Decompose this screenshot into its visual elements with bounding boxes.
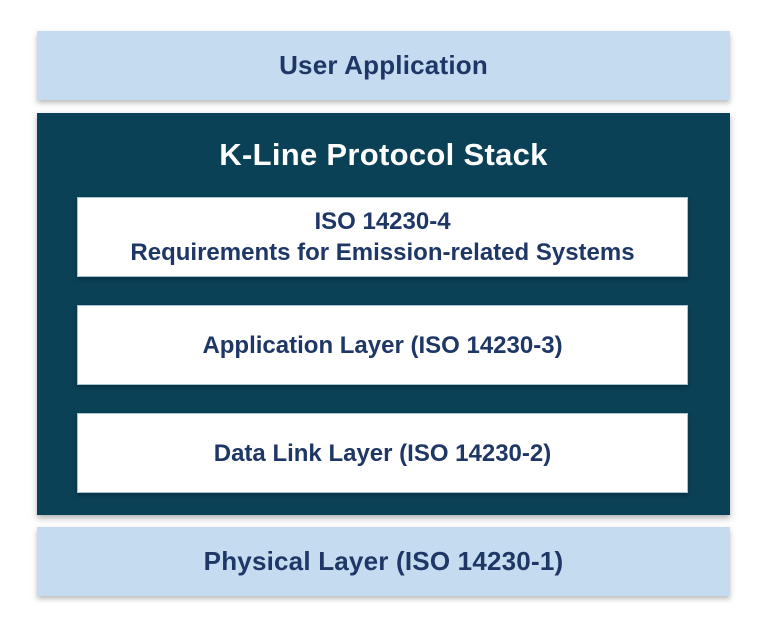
iso-14230-4-layer-box: ISO 14230-4 Requirements for Emission-re… bbox=[77, 197, 688, 277]
iso-14230-4-line2: Requirements for Emission-related System… bbox=[130, 239, 635, 266]
data-link-layer-box: Data Link Layer (ISO 14230-2) bbox=[77, 413, 688, 493]
application-layer-label: Application Layer (ISO 14230-3) bbox=[202, 331, 563, 359]
user-application-label: User Application bbox=[279, 50, 488, 80]
physical-layer-box: Physical Layer (ISO 14230-1) bbox=[37, 527, 730, 596]
physical-layer-label: Physical Layer (ISO 14230-1) bbox=[203, 546, 564, 576]
stack-title: K-Line Protocol Stack bbox=[219, 137, 548, 172]
user-application-box: User Application bbox=[37, 31, 730, 100]
kline-protocol-stack-container: K-Line Protocol Stack ISO 14230-4 Requir… bbox=[37, 113, 730, 515]
data-link-layer-label: Data Link Layer (ISO 14230-2) bbox=[213, 439, 552, 467]
iso-14230-4-line1: ISO 14230-4 bbox=[314, 208, 451, 235]
application-layer-box: Application Layer (ISO 14230-3) bbox=[77, 305, 688, 385]
